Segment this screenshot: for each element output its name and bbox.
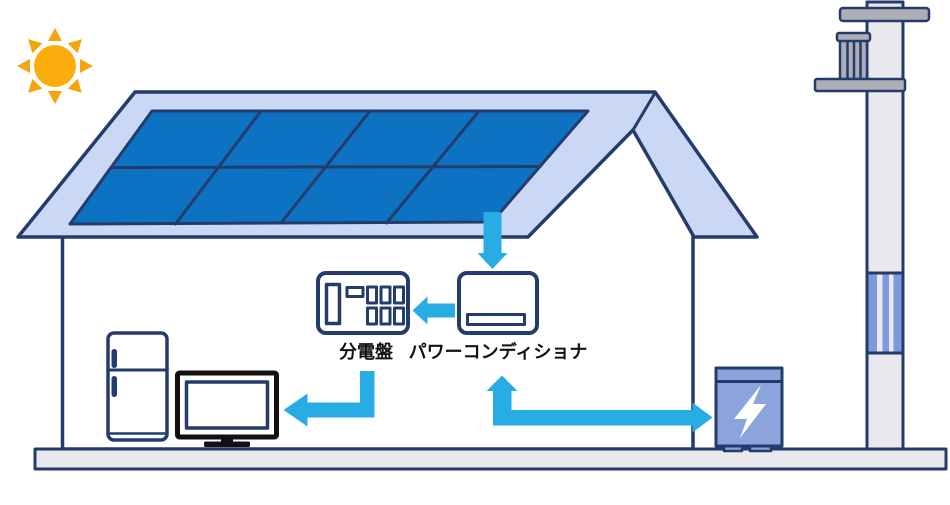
solar-panel-grid [109, 109, 542, 226]
storage-battery-icon [714, 366, 784, 453]
pole-crossarm-lower [813, 77, 907, 93]
fridge-handle-top [111, 349, 117, 368]
utility-pole [813, 0, 931, 451]
arrow-panel-to-conditioner [477, 212, 508, 269]
label-power-conditioner: パワーコンディショナ [409, 341, 588, 363]
arrow-conditioner-battery-bidirectional [486, 375, 713, 433]
lightning-bolt-icon [734, 385, 766, 438]
arrow-board-to-tv [283, 371, 375, 427]
label-distribution-board: 分電盤 [339, 341, 394, 363]
roof-fold-line [631, 91, 657, 132]
pole-body [865, 0, 905, 451]
tv-icon [175, 370, 279, 447]
fridge-handle-bottom [111, 376, 117, 397]
distribution-board-icon [316, 271, 410, 335]
tv-screen [184, 380, 270, 430]
fridge-body [106, 331, 169, 442]
arrow-conditioner-to-board [412, 296, 455, 325]
ground [33, 447, 948, 471]
pole-crossarm-top [838, 6, 931, 23]
power-conditioner-vent [466, 313, 526, 326]
pole-stripes [865, 271, 905, 355]
solar-panel [68, 109, 590, 226]
breaker-grid [366, 285, 405, 326]
flow-arrows [283, 212, 713, 433]
sun-core [34, 45, 76, 87]
pole-transformer [835, 31, 872, 81]
sub-switch [345, 286, 365, 298]
refrigerator-icon [106, 331, 169, 442]
main-breaker [324, 282, 342, 326]
sun-icon [17, 28, 93, 104]
tv-stand-base [204, 441, 250, 447]
power-conditioner-icon [457, 271, 539, 335]
sun-rays [17, 28, 93, 104]
